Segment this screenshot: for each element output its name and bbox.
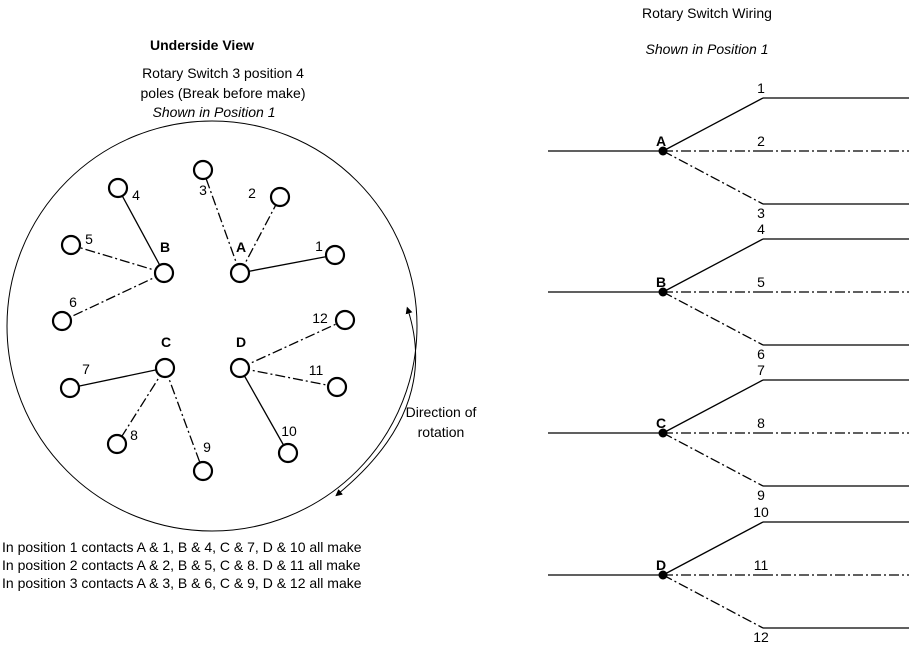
wiring-arm-7: [662, 379, 764, 434]
wiring-contact-label-2: 2: [757, 133, 765, 149]
underside-link-a-2: [239, 196, 281, 274]
pole-terminal-b: [153, 262, 175, 284]
position-notes: In position 1 contacts A & 1, B & 4, C &…: [2, 538, 362, 592]
wiring-pole-label-d: D: [656, 557, 666, 573]
contact-label-5: 5: [85, 231, 93, 247]
wiring-node-a: [658, 146, 668, 156]
contact-terminal-8: [106, 433, 128, 455]
wiring-arm-9: [662, 432, 764, 487]
switch-body-outline: [6, 120, 418, 532]
wiring-pole-label-a: A: [656, 133, 666, 149]
contact-label-11: 11: [309, 362, 324, 378]
wiring-contact-label-6: 6: [757, 346, 765, 362]
contact-terminal-9: [192, 460, 214, 482]
underside-pole-d: D 10 11 12: [229, 309, 356, 464]
position-note-3: In position 3 contacts A & 3, B & 6, C &…: [2, 575, 362, 591]
wiring-arm-1: [662, 97, 764, 152]
contact-label-3: 3: [199, 182, 207, 198]
wiring-node-d: [658, 570, 668, 580]
wiring-contact-label-4: 4: [757, 221, 765, 237]
wiring-heading: Rotary Switch Wiring: [642, 5, 772, 21]
wiring-contact-label-1: 1: [757, 80, 765, 96]
switch-description-line1: Rotary Switch 3 position 4: [142, 65, 304, 81]
shown-position-left: Shown in Position 1: [152, 104, 276, 120]
underside-pole-a: A 1 2 3: [192, 159, 346, 284]
contact-terminal-7: [59, 377, 81, 399]
wiring-contact-label-12: 12: [753, 629, 769, 645]
wiring-contact-label-9: 9: [757, 487, 765, 503]
contact-label-2: 2: [248, 185, 256, 201]
pole-label-a: A: [236, 239, 246, 255]
contact-label-7: 7: [82, 361, 90, 377]
underside-link-c-9: [164, 367, 204, 472]
pole-label-d: D: [236, 334, 246, 350]
rotation-label-line1: Direction of: [405, 404, 477, 420]
position-note-2: In position 2 contacts A & 2, B & 5, C &…: [2, 557, 361, 573]
underside-link-d-11: [239, 367, 338, 388]
underside-pole-b: B 4 5 6: [51, 177, 175, 332]
contact-terminal-2: [269, 186, 291, 208]
contact-terminal-3: [192, 159, 214, 181]
wiring-contact-label-11: 11: [754, 557, 769, 573]
underside-link-d-12: [239, 319, 346, 369]
wiring-arm-3: [662, 150, 764, 205]
pole-terminal-a: [229, 262, 251, 284]
wiring-node-b: [658, 287, 668, 297]
underside-link-b-4: [117, 187, 165, 274]
wiring-contact-label-10: 10: [753, 504, 769, 520]
wiring-node-c: [658, 428, 668, 438]
contact-terminal-1: [324, 244, 346, 266]
wiring-contact-label-8: 8: [757, 415, 765, 431]
contact-terminal-11: [326, 376, 348, 398]
underside-link-c-7: [69, 367, 166, 389]
underside-link-a-3: [202, 169, 241, 274]
wiring-contact-label-5: 5: [757, 274, 765, 290]
underside-link-d-10: [239, 367, 289, 454]
contact-label-10: 10: [281, 423, 297, 439]
pole-label-b: B: [160, 239, 170, 255]
shown-position-right: Shown in Position 1: [645, 41, 769, 57]
contact-terminal-12: [334, 309, 356, 331]
wiring-pole-d: D 10 11 12: [548, 504, 909, 645]
pole-label-c: C: [161, 334, 171, 350]
contact-terminal-4: [107, 177, 129, 199]
contact-label-9: 9: [203, 439, 211, 455]
wiring-contact-label-7: 7: [757, 362, 765, 378]
contact-label-12: 12: [312, 310, 328, 326]
wiring-pole-c: C 7 8 9: [548, 362, 909, 503]
rotation-arrow: [335, 306, 417, 497]
pole-terminal-c: [154, 357, 176, 379]
underside-link-c-8: [116, 367, 166, 445]
contact-label-1: 1: [315, 238, 323, 254]
rotation-label-line2: rotation: [417, 424, 465, 440]
contact-terminal-10: [277, 442, 299, 464]
contact-terminal-5: [60, 234, 82, 256]
underside-pole-c: C 7 8 9: [59, 334, 214, 482]
contact-label-4: 4: [132, 187, 140, 203]
contact-label-6: 6: [69, 294, 77, 310]
wiring-arm-6: [662, 291, 764, 346]
wiring-arm-12: [662, 574, 764, 629]
underside-link-b-6: [61, 272, 165, 322]
wiring-pole-b: B 4 5 6: [548, 221, 909, 362]
contact-terminal-6: [51, 310, 73, 332]
position-note-1: In position 1 contacts A & 1, B & 4, C &…: [2, 539, 362, 555]
underside-view-heading: Underside View: [149, 37, 255, 53]
pole-terminal-d: [229, 357, 251, 379]
wiring-pole-label-c: C: [656, 415, 666, 431]
wiring-arm-10: [662, 521, 764, 576]
wiring-pole-a: A 1 2 3: [548, 80, 909, 221]
wiring-contact-label-3: 3: [757, 205, 765, 221]
switch-description-line2: poles (Break before make): [140, 85, 306, 101]
wiring-arm-4: [662, 238, 764, 293]
underside-link-a-1: [239, 254, 336, 274]
contact-label-8: 8: [130, 427, 138, 443]
wiring-pole-label-b: B: [656, 274, 666, 290]
underside-link-b-5: [70, 244, 165, 274]
